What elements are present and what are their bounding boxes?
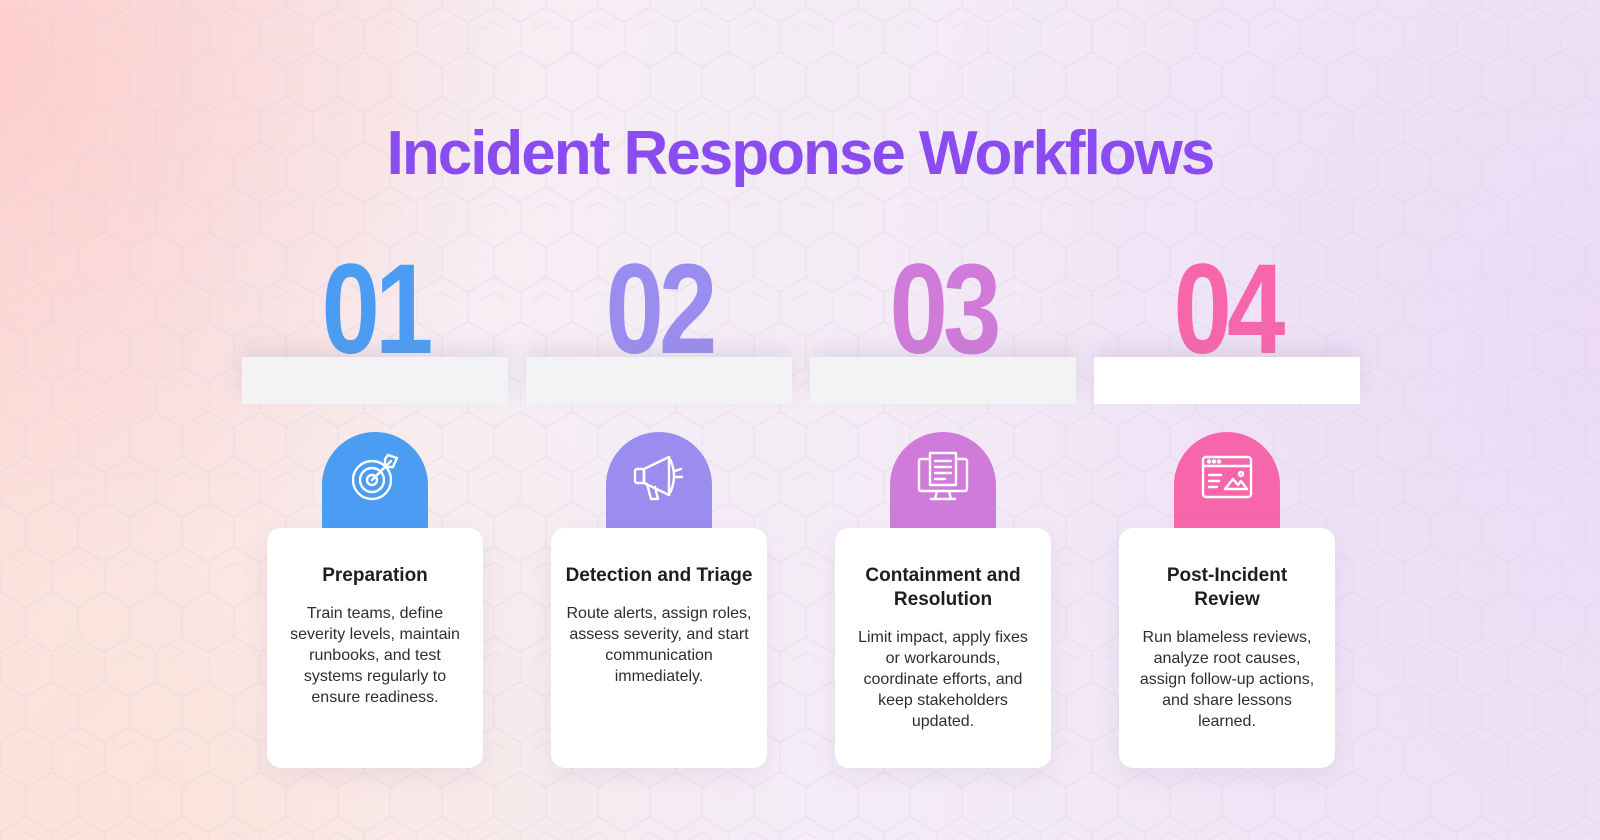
monitor-document-icon — [917, 451, 969, 501]
page-title: Incident Response Workflows — [386, 119, 1216, 188]
step-number: 04 — [1173, 238, 1286, 381]
step-number: 03 — [889, 238, 1002, 381]
step-number-bar — [242, 357, 508, 404]
step-icon-tab — [1174, 432, 1280, 530]
step-description: Limit impact, apply fixes or workarounds… — [858, 629, 1028, 730]
step-detection-and-triage: 02 Detection and Triage Route alerts, as… — [526, 246, 792, 770]
step-number-bar — [1094, 357, 1360, 404]
step-number: 02 — [605, 238, 718, 381]
megaphone-icon — [633, 455, 684, 501]
step-number: 01 — [321, 238, 434, 381]
step-preparation: 01 Preparation Train teams, define sever… — [242, 246, 508, 770]
step-title: Detection and Triage — [565, 565, 753, 586]
step-post-incident-review: 04 Post-Incident Review Run blameless re… — [1094, 246, 1360, 770]
step-description: Train teams, define severity levels, mai… — [290, 605, 460, 706]
step-icon-tab — [606, 432, 712, 530]
step-title: Containment and Resolution — [865, 565, 1021, 610]
step-number-bar — [526, 357, 792, 404]
step-icon-tab — [322, 432, 428, 530]
step-title: Preparation — [322, 565, 428, 586]
step-icon-tab — [890, 432, 996, 530]
step-card: Preparation Train teams, define severity… — [267, 528, 483, 768]
step-card: Detection and Triage Route alerts, assig… — [551, 528, 767, 768]
step-number-bar — [810, 357, 1076, 404]
browser-window-icon — [1201, 455, 1253, 499]
step-title: Post-Incident Review — [1166, 565, 1288, 610]
step-card: Post-Incident Review Run blameless revie… — [1119, 528, 1335, 768]
step-description: Route alerts, assign roles, assess sever… — [566, 605, 752, 685]
step-containment-and-resolution: 03 Containment and Resolution Limit impa… — [810, 246, 1076, 770]
step-description: Run blameless reviews, analyze root caus… — [1139, 629, 1315, 730]
step-card: Containment and Resolution Limit impact,… — [835, 528, 1051, 768]
target-icon — [351, 453, 399, 501]
